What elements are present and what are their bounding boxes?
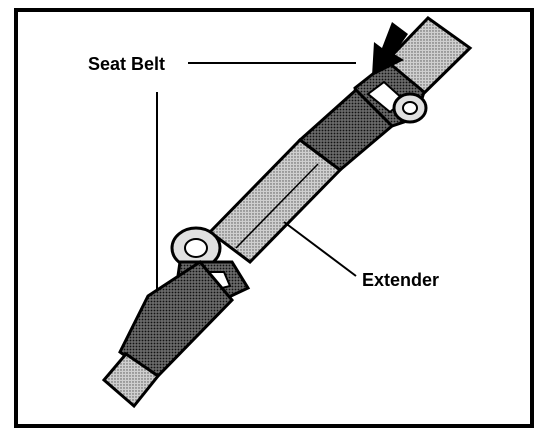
extender-leader	[283, 221, 357, 277]
seat-belt-label: Seat Belt	[88, 54, 166, 74]
extender-label: Extender	[362, 270, 440, 290]
lower-webbing	[101, 351, 161, 409]
lower-dark-webbing	[118, 260, 235, 380]
extender-strap	[207, 138, 343, 264]
down-left-arrow-icon	[372, 22, 408, 76]
